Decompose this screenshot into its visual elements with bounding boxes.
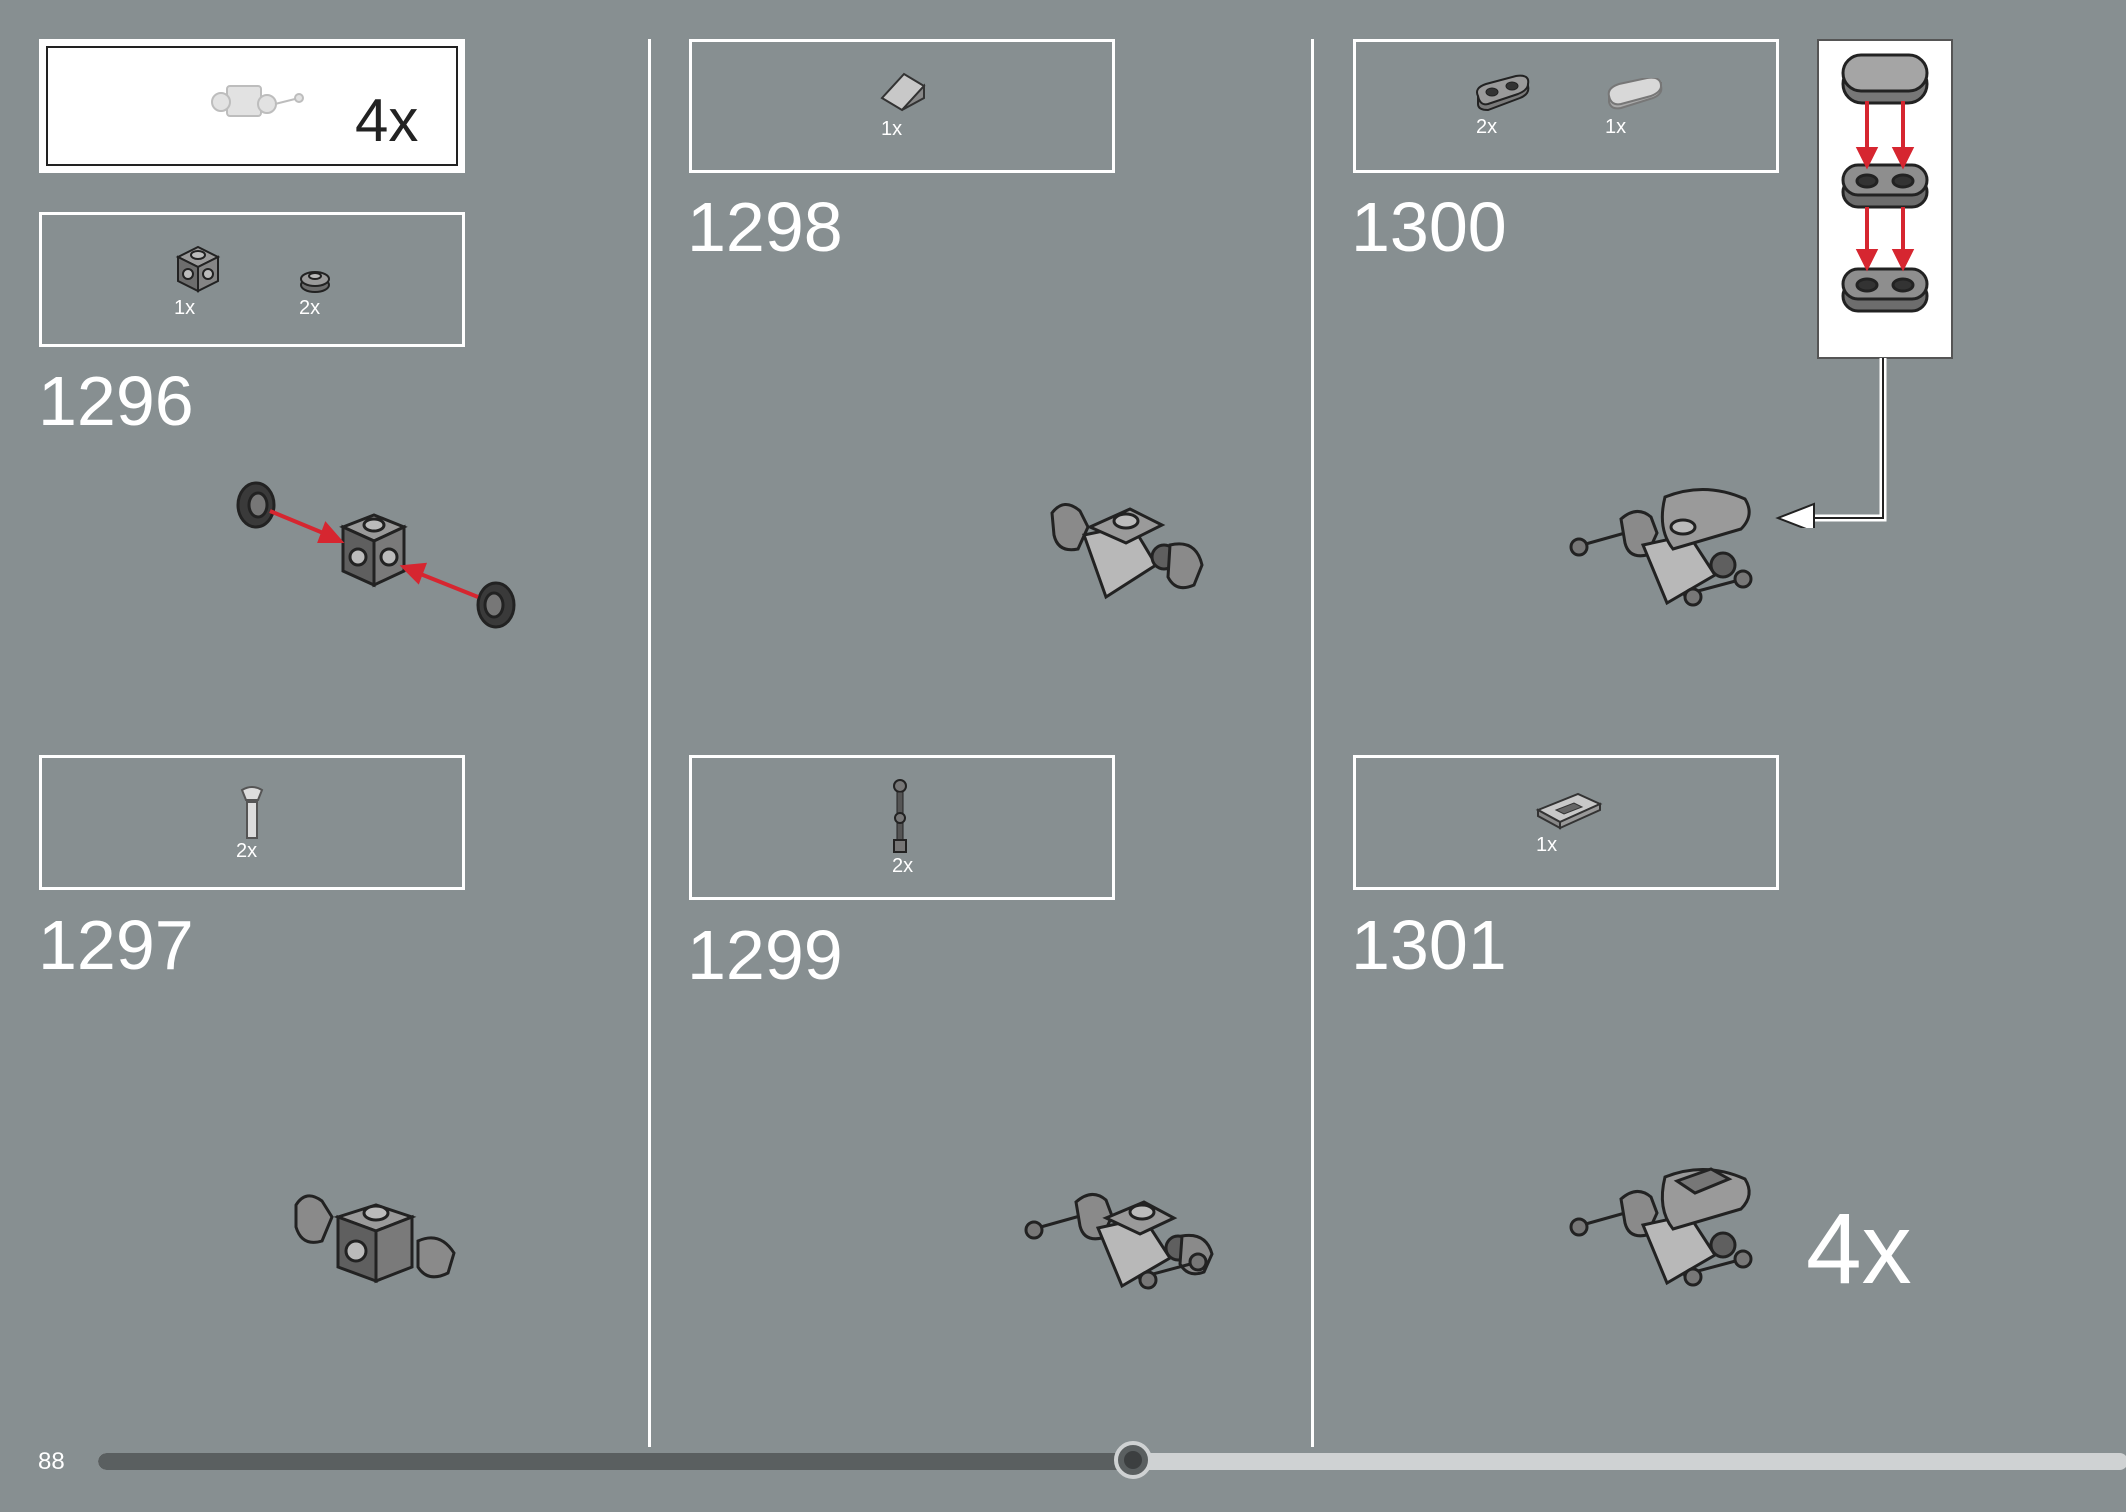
callout-pointer-arrow [1775, 358, 1887, 528]
parts-list-1301: 1x [1353, 755, 1779, 890]
step-1300-model-icon [1569, 488, 1753, 607]
parts-list-1300: 2x 1x [1353, 39, 1779, 173]
brick-1x1-studs-icon [175, 245, 221, 293]
progress-fill [98, 1453, 1133, 1470]
clip-bar-icon [240, 786, 264, 839]
round-plate-icon [300, 271, 330, 293]
page-number: 88 [38, 1448, 65, 1475]
step-1296-model-icon [236, 481, 516, 629]
step-1297-model-icon [294, 1194, 456, 1284]
slope-icon [880, 72, 926, 112]
submodel-callout: 4x [39, 39, 465, 173]
part-qty: 1x [174, 297, 196, 319]
step-number-1299: 1299 [687, 916, 843, 994]
antenna-bar-icon [893, 779, 907, 853]
plate-1x2-rounded-icon [1476, 74, 1530, 112]
plate-stack-icon [1841, 53, 1929, 313]
submodel-thumbnail-icon [211, 85, 304, 117]
assembly-callout [1817, 39, 1953, 359]
part-qty: 2x [1476, 116, 1498, 138]
column-divider-2 [1311, 39, 1314, 1447]
progress-track[interactable] [98, 1453, 2126, 1470]
grille-tile-icon [1535, 792, 1603, 830]
parts-list-1298: 1x [689, 39, 1115, 173]
final-multiplier: 4x [1806, 1193, 1912, 1305]
part-qty: 2x [299, 297, 321, 319]
tile-1x2-rounded-icon [1607, 78, 1663, 110]
progress-slider-handle[interactable] [1114, 1441, 1152, 1479]
parts-list-1296: 1x 2x [39, 212, 465, 347]
part-qty: 1x [1605, 116, 1627, 138]
parts-list-1299: 2x [689, 755, 1115, 900]
parts-list-1297: 2x [39, 755, 465, 890]
step-1299-model-icon [1024, 1193, 1214, 1290]
step-1298-model-icon [1050, 503, 1204, 600]
part-qty: 1x [881, 118, 903, 140]
step-number-1296: 1296 [38, 362, 194, 440]
part-qty: 2x [892, 855, 914, 877]
part-qty: 2x [236, 840, 258, 862]
step-number-1300: 1300 [1351, 188, 1507, 266]
part-qty: 1x [1536, 834, 1558, 856]
step-number-1298: 1298 [687, 188, 843, 266]
submodel-multiplier: 4x [355, 87, 419, 154]
step-number-1297: 1297 [38, 906, 194, 984]
column-divider-1 [648, 39, 651, 1447]
step-1301-model-icon [1569, 1167, 1753, 1287]
step-number-1301: 1301 [1351, 906, 1507, 984]
